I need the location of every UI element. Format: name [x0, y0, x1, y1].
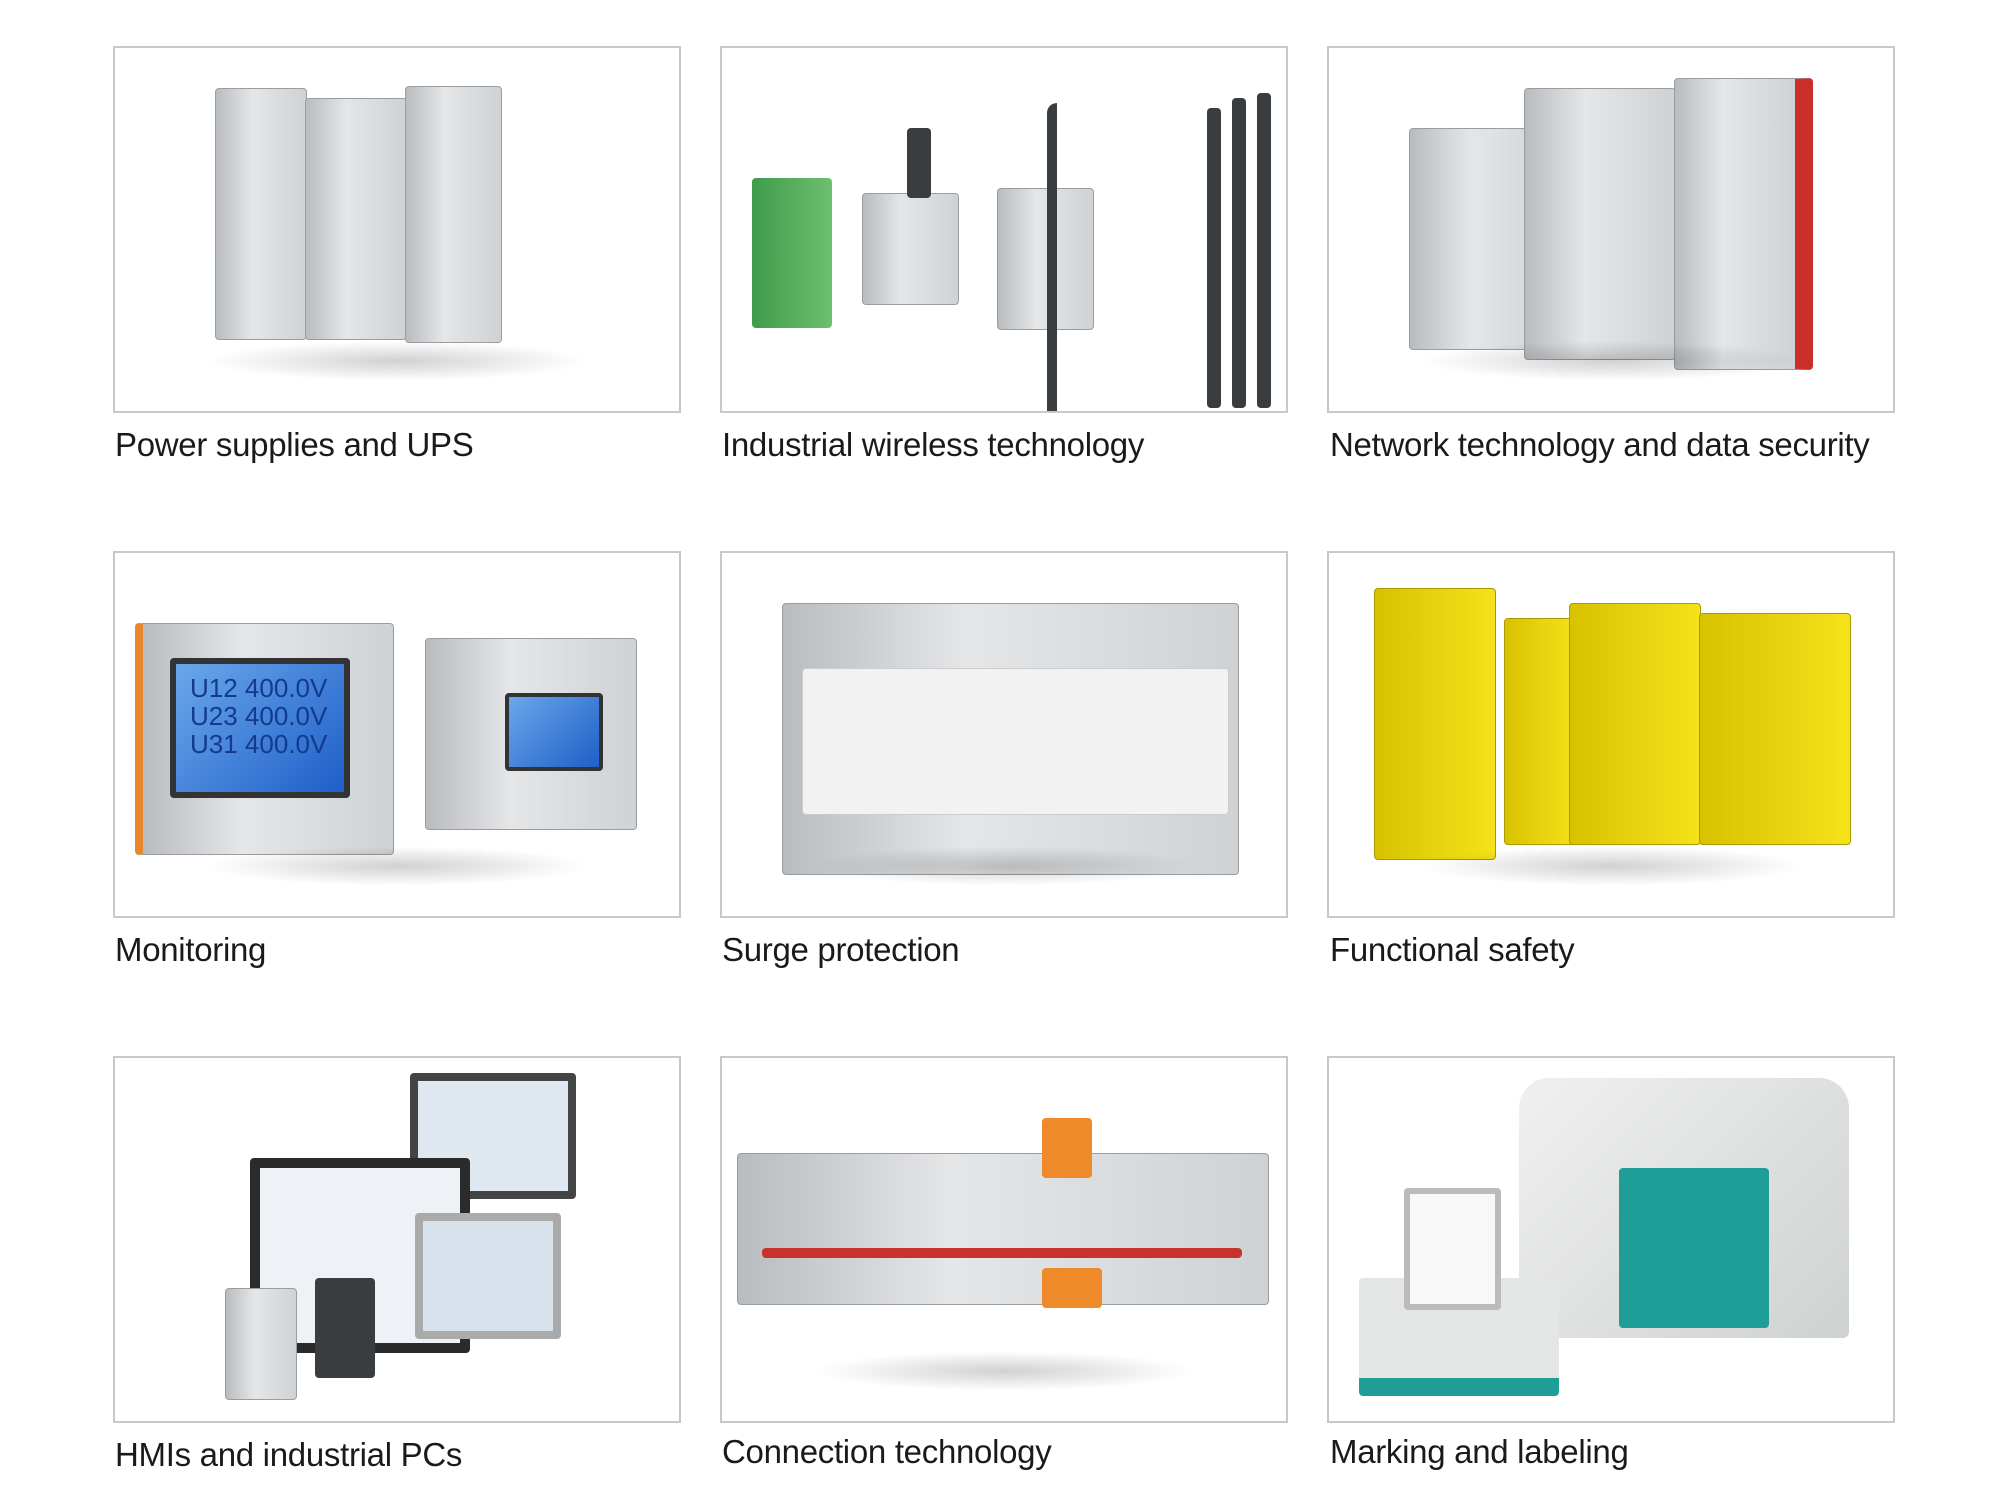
category-label[interactable]: Monitoring	[115, 931, 267, 968]
category-label[interactable]: Connection technology	[722, 1433, 1052, 1470]
category-card-network[interactable]	[1327, 46, 1895, 413]
category-card-hmi[interactable]	[113, 1056, 681, 1423]
category-label[interactable]: Surge protection	[722, 931, 960, 968]
voltage-reading: U12 400.0V	[190, 673, 328, 703]
category-label[interactable]: Network technology and data security	[1330, 426, 1870, 463]
category-card-marking[interactable]	[1327, 1056, 1895, 1423]
category-card-wireless[interactable]	[720, 46, 1288, 413]
category-card-connection[interactable]	[720, 1056, 1288, 1423]
category-label[interactable]: Power supplies and UPS	[115, 426, 474, 463]
category-card-monitoring[interactable]: U12 400.0V U23 400.0V U31 400.0V	[113, 551, 681, 918]
category-card-safety[interactable]	[1327, 551, 1895, 918]
category-label[interactable]: Functional safety	[1330, 931, 1575, 968]
category-label[interactable]: Industrial wireless technology	[722, 426, 1145, 463]
category-label[interactable]: HMIs and industrial PCs	[115, 1436, 463, 1473]
voltage-reading: U31 400.0V	[190, 729, 328, 759]
voltage-reading: U23 400.0V	[190, 701, 328, 731]
category-label[interactable]: Marking and labeling	[1330, 1433, 1629, 1470]
category-card-power-supplies[interactable]	[113, 46, 681, 413]
category-card-surge[interactable]	[720, 551, 1288, 918]
